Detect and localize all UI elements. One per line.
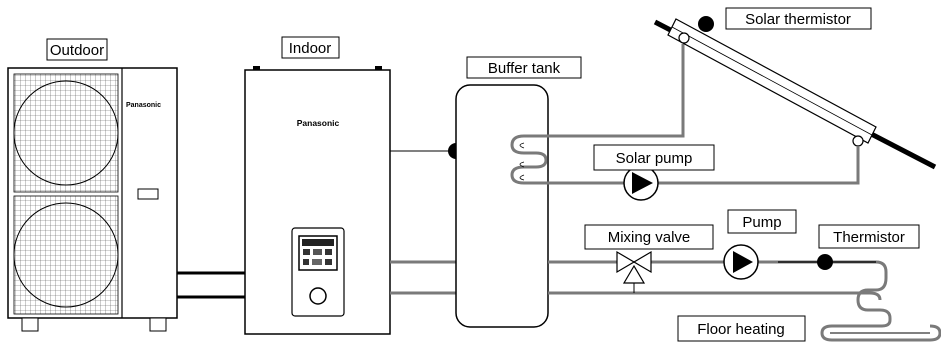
- solar-thermistor-label-box: [725, 7, 872, 30]
- floor-heating-label-box: [677, 315, 806, 342]
- outdoor-foot-left: [21, 317, 39, 332]
- buffer-tank-label: Buffer tank: [488, 60, 561, 77]
- solar-thermistor-sensor: [698, 16, 714, 32]
- floor-heating-coil: [820, 277, 941, 342]
- floor-return-pipe: [548, 291, 882, 301]
- mixing-valve-label-box: [584, 224, 714, 250]
- indoor-label: Indoor: [289, 40, 332, 57]
- solar-pump-label-box: [593, 144, 715, 171]
- buffer-tank-label-box: [466, 56, 582, 79]
- buffer-tank: [455, 84, 549, 328]
- outdoor-foot-right: [149, 317, 167, 332]
- mixing-valve: [616, 250, 652, 284]
- outdoor-label-box: [46, 38, 108, 61]
- solar-pump-arrow-icon: [632, 172, 653, 194]
- thermistor-label: Thermistor: [833, 229, 905, 246]
- solar-pump-label: Solar pump: [616, 150, 693, 167]
- thermistor-sensor: [817, 254, 833, 270]
- mixing-valve-label: Mixing valve: [608, 229, 691, 246]
- solar-return-pipe: [548, 147, 860, 185]
- outdoor-unit: Panasonic: [7, 67, 178, 332]
- controller-dial: [309, 287, 327, 305]
- indoor-label-box: [281, 36, 340, 59]
- solar-coil: [510, 134, 548, 185]
- floor-flow-pipe: [548, 260, 888, 278]
- pump-label-box: [727, 209, 797, 234]
- indoor-unit: Panasonic: [244, 66, 391, 335]
- floor-heating-label: Floor heating: [697, 321, 785, 338]
- solar-collector: [653, 18, 937, 170]
- indoor-brand-logo: Panasonic: [297, 118, 340, 128]
- pump-label: Pump: [742, 214, 781, 231]
- outdoor-brand-logo: Panasonic: [126, 102, 161, 109]
- fan-grille-bottom: [13, 195, 119, 315]
- outdoor-label: Outdoor: [50, 42, 104, 59]
- solar-flow-pipe: [548, 44, 685, 138]
- solar-thermistor-label: Solar thermistor: [745, 11, 851, 28]
- thermistor-label-box: [818, 224, 920, 249]
- pump-arrow-icon: [733, 251, 753, 273]
- fan-grille-top: [13, 73, 119, 193]
- outdoor-handle: [137, 188, 159, 200]
